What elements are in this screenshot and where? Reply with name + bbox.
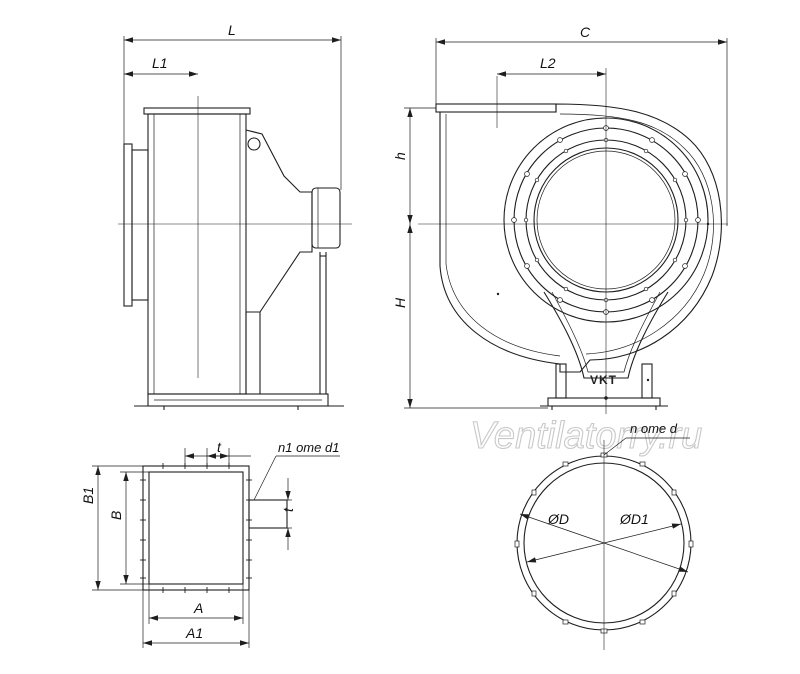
outlet-flange-inner bbox=[148, 471, 244, 585]
label-t-top: t bbox=[217, 439, 222, 455]
side-view: L L1 bbox=[118, 22, 352, 410]
side-inlet-duct bbox=[131, 149, 149, 301]
front-flange-bolts bbox=[511, 125, 701, 315]
watermark-text: Ventilatorry.ru bbox=[470, 415, 702, 457]
label-L: L bbox=[228, 22, 236, 38]
label-n1-ome-d1: n1 ome d1 bbox=[278, 440, 339, 455]
front-base bbox=[547, 397, 661, 407]
front-view: VKT C L2 h H bbox=[392, 24, 728, 414]
outlet-side-bracket bbox=[248, 499, 288, 529]
side-motor bbox=[311, 187, 341, 249]
front-volute-casing bbox=[439, 103, 722, 373]
label-n-ome-d: n ome d bbox=[630, 421, 678, 436]
inlet-flange-view: ØD ØD1 n ome d bbox=[514, 421, 694, 650]
front-right-leg bbox=[641, 363, 653, 399]
front-left-leg bbox=[555, 363, 567, 399]
side-top-flange bbox=[143, 107, 251, 115]
label-A: A bbox=[193, 600, 203, 616]
label-L1: L1 bbox=[152, 55, 168, 71]
front-outlet-flange bbox=[435, 103, 557, 113]
label-L2: L2 bbox=[540, 55, 556, 71]
label-h: h bbox=[392, 152, 408, 160]
label-H: H bbox=[392, 297, 408, 308]
label-C: C bbox=[580, 24, 591, 40]
label-B1: B1 bbox=[80, 487, 96, 504]
label-B: B bbox=[108, 511, 124, 520]
label-D1: ØD1 bbox=[619, 511, 649, 527]
side-lifting-eye bbox=[247, 137, 261, 151]
brand-mark: VKT bbox=[590, 373, 617, 387]
label-D: ØD bbox=[547, 511, 569, 527]
dim-D1 bbox=[519, 513, 605, 544]
label-A1: A1 bbox=[185, 625, 203, 641]
side-inlet-flange bbox=[123, 143, 133, 307]
side-motor-cone bbox=[245, 129, 313, 313]
dim-D bbox=[526, 542, 605, 563]
side-casing bbox=[147, 113, 247, 395]
outlet-flange-outer bbox=[142, 465, 250, 591]
label-t-side: t bbox=[280, 507, 296, 512]
outlet-flange-view: t n1 ome d1 t B1 B A A1 bbox=[80, 439, 340, 648]
outlet-flange-bolts bbox=[140, 463, 252, 593]
